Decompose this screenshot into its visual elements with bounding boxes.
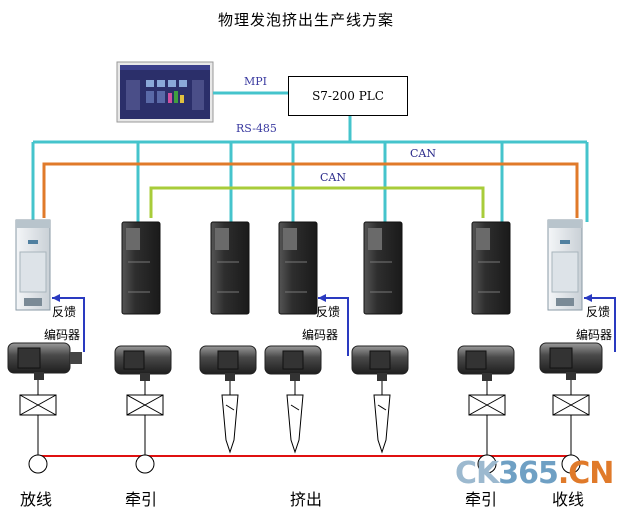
motor-extruder-3 <box>351 345 409 381</box>
drive-traction-left <box>121 221 161 315</box>
roller-traction-left <box>135 454 155 474</box>
servo-drive-winding <box>547 219 583 311</box>
feedback-label-right: 反馈 <box>586 305 611 319</box>
encoder-label-left: 编码器 <box>44 328 81 342</box>
watermark-logo: CK365.CN <box>455 456 615 491</box>
mpi-label: MPI <box>244 75 268 88</box>
roller-unwind <box>28 454 48 474</box>
feedback-label-extruder: 反馈 <box>316 305 341 319</box>
feedback-loop-right <box>584 294 616 352</box>
motor-traction-left <box>114 345 172 381</box>
station-label-extrude: 挤出 <box>290 490 323 509</box>
hmi-touch-panel <box>116 61 214 123</box>
station-label-traction-left: 牵引 <box>125 490 158 509</box>
gearbox-traction-right <box>468 381 506 456</box>
drive-extruder-1 <box>210 221 250 315</box>
drive-extruder-2 <box>278 221 318 315</box>
rs485-bus <box>31 114 589 222</box>
watermark-part2: 365 <box>498 456 559 491</box>
motor-traction-right <box>457 345 515 381</box>
drive-extruder-3 <box>363 221 403 315</box>
extruder-screw-2 <box>286 381 304 454</box>
station-label-winding: 收线 <box>552 490 585 509</box>
gearbox-unwind <box>19 380 57 456</box>
gearbox-traction-left <box>126 381 164 456</box>
motor-extruder-1 <box>199 345 257 381</box>
roller-winding <box>561 454 581 474</box>
watermark-part1: CK <box>455 456 499 491</box>
feedback-loop-left <box>52 294 85 352</box>
can-outer-label: CAN <box>410 147 436 160</box>
station-label-unwind: 放线 <box>20 490 53 509</box>
can-bus-inner <box>149 186 485 218</box>
extruder-screw-1 <box>221 381 239 454</box>
encoder-label-extruder: 编码器 <box>302 328 339 342</box>
diagram-title: 物理发泡挤出生产线方案 <box>218 11 395 29</box>
plc-box: S7-200 PLC <box>288 76 408 116</box>
gearbox-winding <box>552 380 590 456</box>
can-inner-label: CAN <box>320 171 346 184</box>
extruder-screw-3 <box>373 381 391 454</box>
roller-traction-right <box>477 454 497 474</box>
motor-unwind <box>7 342 82 380</box>
rs485-label: RS-485 <box>236 122 277 135</box>
drive-traction-right <box>471 221 511 315</box>
encoder-label-right: 编码器 <box>576 328 613 342</box>
feedback-label-left: 反馈 <box>52 305 77 319</box>
servo-drive-unwind <box>15 219 51 311</box>
can-bus-outer <box>42 162 579 218</box>
station-label-traction-right: 牵引 <box>465 490 498 509</box>
motor-extruder-2 <box>264 345 322 381</box>
watermark-part3: .CN <box>557 456 615 491</box>
motor-winding <box>539 342 603 380</box>
feedback-loop-extruder <box>318 294 349 356</box>
